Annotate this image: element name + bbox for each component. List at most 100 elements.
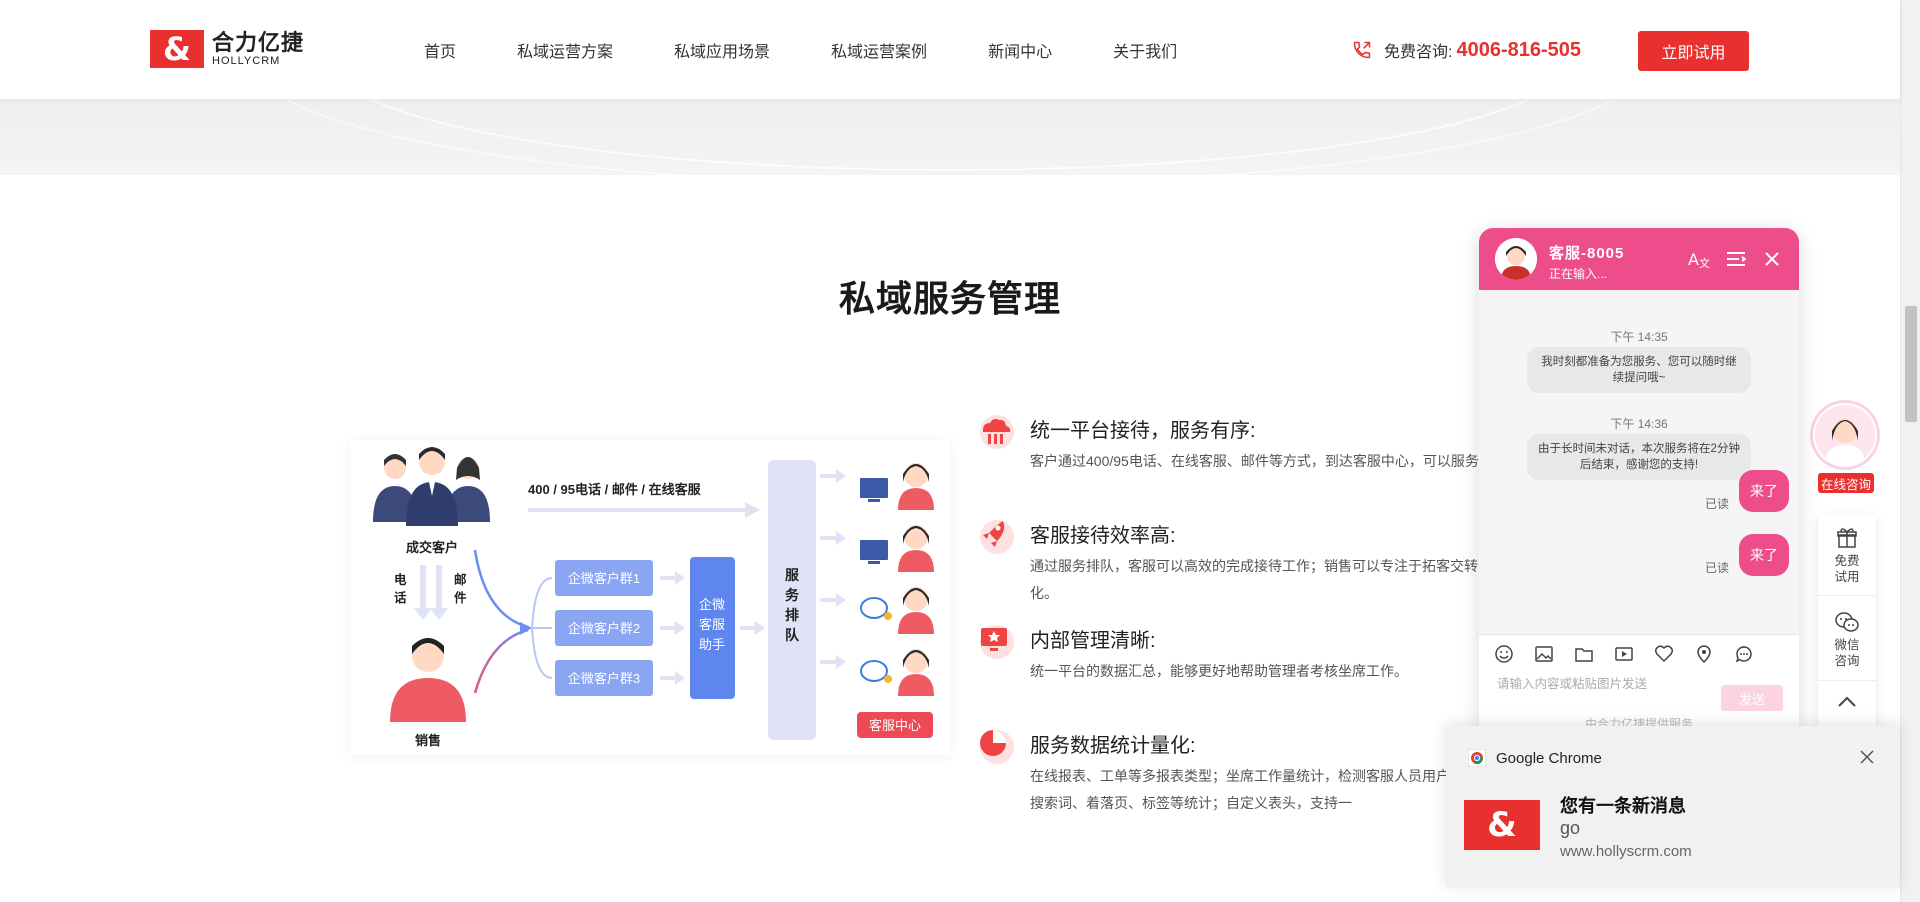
nav-item-news[interactable]: 新闻中心 <box>988 44 1053 61</box>
chat-bubble-icon-1 <box>860 597 892 620</box>
wechat-consult-label[interactable]: 微信咨询 <box>1834 638 1860 668</box>
notification-title: 您有一条新消息 <box>1560 796 1686 816</box>
send-button[interactable]: 发送 <box>1721 685 1783 711</box>
system-message: 由于长时间未对话，本次服务将在2分钟后结束，感谢您的支持! <box>1527 434 1751 480</box>
message-time: 下午 14:36 <box>1610 417 1668 431</box>
rocket-icon <box>980 520 1014 554</box>
band-decoration <box>284 100 1616 175</box>
site-header: & 合力亿捷 HOLLYCRM 首页 私域运营方案 私域应用场景 私域运营案例 … <box>0 0 1900 100</box>
chat-bubble-icon-2 <box>860 660 892 683</box>
image-icon[interactable] <box>1533 643 1555 665</box>
main-nav: 首页 私域运营方案 私域应用场景 私域运营案例 新闻中心 关于我们 <box>424 0 1177 100</box>
back-to-top-icon[interactable] <box>1836 695 1858 709</box>
agent-icon-1 <box>898 463 934 510</box>
system-message: 我时刻都准备为您服务、您可以随时继续提问哦~ <box>1527 347 1751 393</box>
feature-item: 客服接待效率高: 通过服务排队，客服可以高效的完成接待工作；销售可以专注于拓客交… <box>975 515 1535 620</box>
notification-site: www.hollyscrm.com <box>1560 843 1692 860</box>
customer-label: 成交客户 <box>406 540 458 555</box>
heart-icon[interactable] <box>1653 643 1675 665</box>
notification-logo-icon: & <box>1464 800 1540 850</box>
sales-to-groups-arrow <box>473 628 529 694</box>
feature-title: 服务数据统计量化: <box>1030 735 1196 757</box>
chrome-icon <box>1468 749 1486 767</box>
service-flow-diagram: 成交客户 400 / 95电话 / 邮件 / 在线客服 电 话 邮 件 销售 企… <box>350 440 950 755</box>
close-icon[interactable] <box>1858 748 1876 766</box>
message-input[interactable]: 请输入内容或粘贴图片发送 <box>1497 677 1648 691</box>
phone-label-1: 电 <box>394 572 407 587</box>
video-icon[interactable] <box>1613 643 1635 665</box>
channels-label: 400 / 95电话 / 邮件 / 在线客服 <box>528 482 702 497</box>
pie-chart-icon <box>980 730 1014 764</box>
mail-label-2: 件 <box>454 590 467 605</box>
group-label-1: 企微客户群1 <box>568 571 640 586</box>
agent-name: 客服-8005 <box>1549 245 1625 262</box>
group-label-2: 企微客户群2 <box>568 621 640 636</box>
powered-by: 由合力亿捷提供服务 <box>1584 717 1693 728</box>
notification-message: go <box>1560 818 1581 838</box>
free-trial-button[interactable]: 立即试用 <box>1638 31 1749 71</box>
close-icon[interactable] <box>1759 246 1785 272</box>
computer-icon-1 <box>860 478 888 502</box>
feature-list: 统一平台接待，服务有序: 客户通过400/95电话、在线客服、邮件等方式，到达客… <box>975 410 1535 830</box>
chrome-notification[interactable]: Google Chrome & 您有一条新消息 go www.hollyscrm… <box>1446 726 1900 888</box>
banner-bottom-band <box>0 100 1900 175</box>
hotline-number[interactable]: 4006-816-505 <box>1456 38 1582 61</box>
sales-person-icon <box>390 638 466 722</box>
sales-label: 销售 <box>415 733 441 748</box>
menu-icon[interactable] <box>1723 246 1749 272</box>
read-receipt: 已读 <box>1704 561 1729 575</box>
page-scrollbar[interactable] <box>1900 0 1920 902</box>
svg-text:助手: 助手 <box>699 637 725 652</box>
float-panel: 免费试用 微信咨询 <box>1818 515 1876 760</box>
phone-icon <box>1353 41 1371 59</box>
group-box-1 <box>555 560 653 596</box>
feature-title: 内部管理清晰: <box>1030 630 1156 652</box>
feature-desc: 在线报表、工单等多报表类型；坐席工作量统计，检测客服人员用户来源、搜索词、着落页… <box>1030 768 1492 811</box>
feature-desc: 通过服务排队，客服可以高效的完成接待工作；销售可以专注于拓客交转化。 <box>1030 558 1478 601</box>
queue-box <box>768 460 816 740</box>
svg-text:A: A <box>1688 250 1699 269</box>
section-title: 私域服务管理 <box>838 278 1061 319</box>
nav-item-home[interactable]: 首页 <box>424 44 457 61</box>
chat-input-area: 请输入内容或粘贴图片发送 发送 由合力亿捷提供服务 <box>1479 634 1799 728</box>
groups-branch <box>531 577 553 679</box>
customer-to-groups-arrow <box>473 549 529 629</box>
phone-label-2: 话 <box>394 590 407 605</box>
group-box-3 <box>555 660 653 696</box>
group-box-2 <box>555 610 653 646</box>
online-consult-avatar[interactable] <box>1813 403 1877 467</box>
svg-text:客服: 客服 <box>699 617 725 632</box>
gift-icon[interactable] <box>1836 527 1858 549</box>
emoji-icon[interactable] <box>1493 643 1515 665</box>
agent-typing-status: 正在输入... <box>1549 267 1608 281</box>
wechat-icon[interactable] <box>1834 611 1860 633</box>
nav-item-scenarios[interactable]: 私域应用场景 <box>674 44 771 61</box>
nav-item-cases[interactable]: 私域运营案例 <box>831 44 928 61</box>
logo-cn-text: 合力亿捷 <box>212 30 305 55</box>
customer-group-icon <box>373 447 490 526</box>
scrollbar-thumb[interactable] <box>1905 306 1917 422</box>
assistant-box <box>690 557 735 699</box>
mail-label-1: 邮 <box>454 572 467 587</box>
location-icon[interactable] <box>1693 643 1715 665</box>
folder-icon[interactable] <box>1573 643 1595 665</box>
message-time: 下午 14:35 <box>1610 330 1668 344</box>
svg-text:务: 务 <box>785 587 800 603</box>
online-consult-label[interactable]: 在线咨询 <box>1818 473 1874 493</box>
hotline-label: 免费咨询: <box>1384 44 1453 61</box>
nav-item-about[interactable]: 关于我们 <box>1113 44 1178 61</box>
hotline: 免费咨询: 4006-816-505 <box>1352 38 1581 62</box>
channels-arrow <box>528 502 760 518</box>
feature-desc: 统一平台的数据汇总，能够更好地帮助管理者考核坐席工作。 <box>1030 663 1408 679</box>
agent-icon-4 <box>898 649 934 696</box>
site-logo[interactable]: & 合力亿捷 HOLLYCRM <box>150 30 304 68</box>
nav-item-solutions[interactable]: 私域运营方案 <box>517 44 614 61</box>
free-trial-float-label[interactable]: 免费试用 <box>1834 554 1860 584</box>
feedback-icon[interactable] <box>1733 643 1755 665</box>
feature-desc: 客户通过400/95电话、在线客服、邮件等方式，到达客服中心，可以服务。 <box>1030 453 1493 469</box>
computer-icon-2 <box>860 540 888 564</box>
agent-icon-2 <box>898 525 934 572</box>
